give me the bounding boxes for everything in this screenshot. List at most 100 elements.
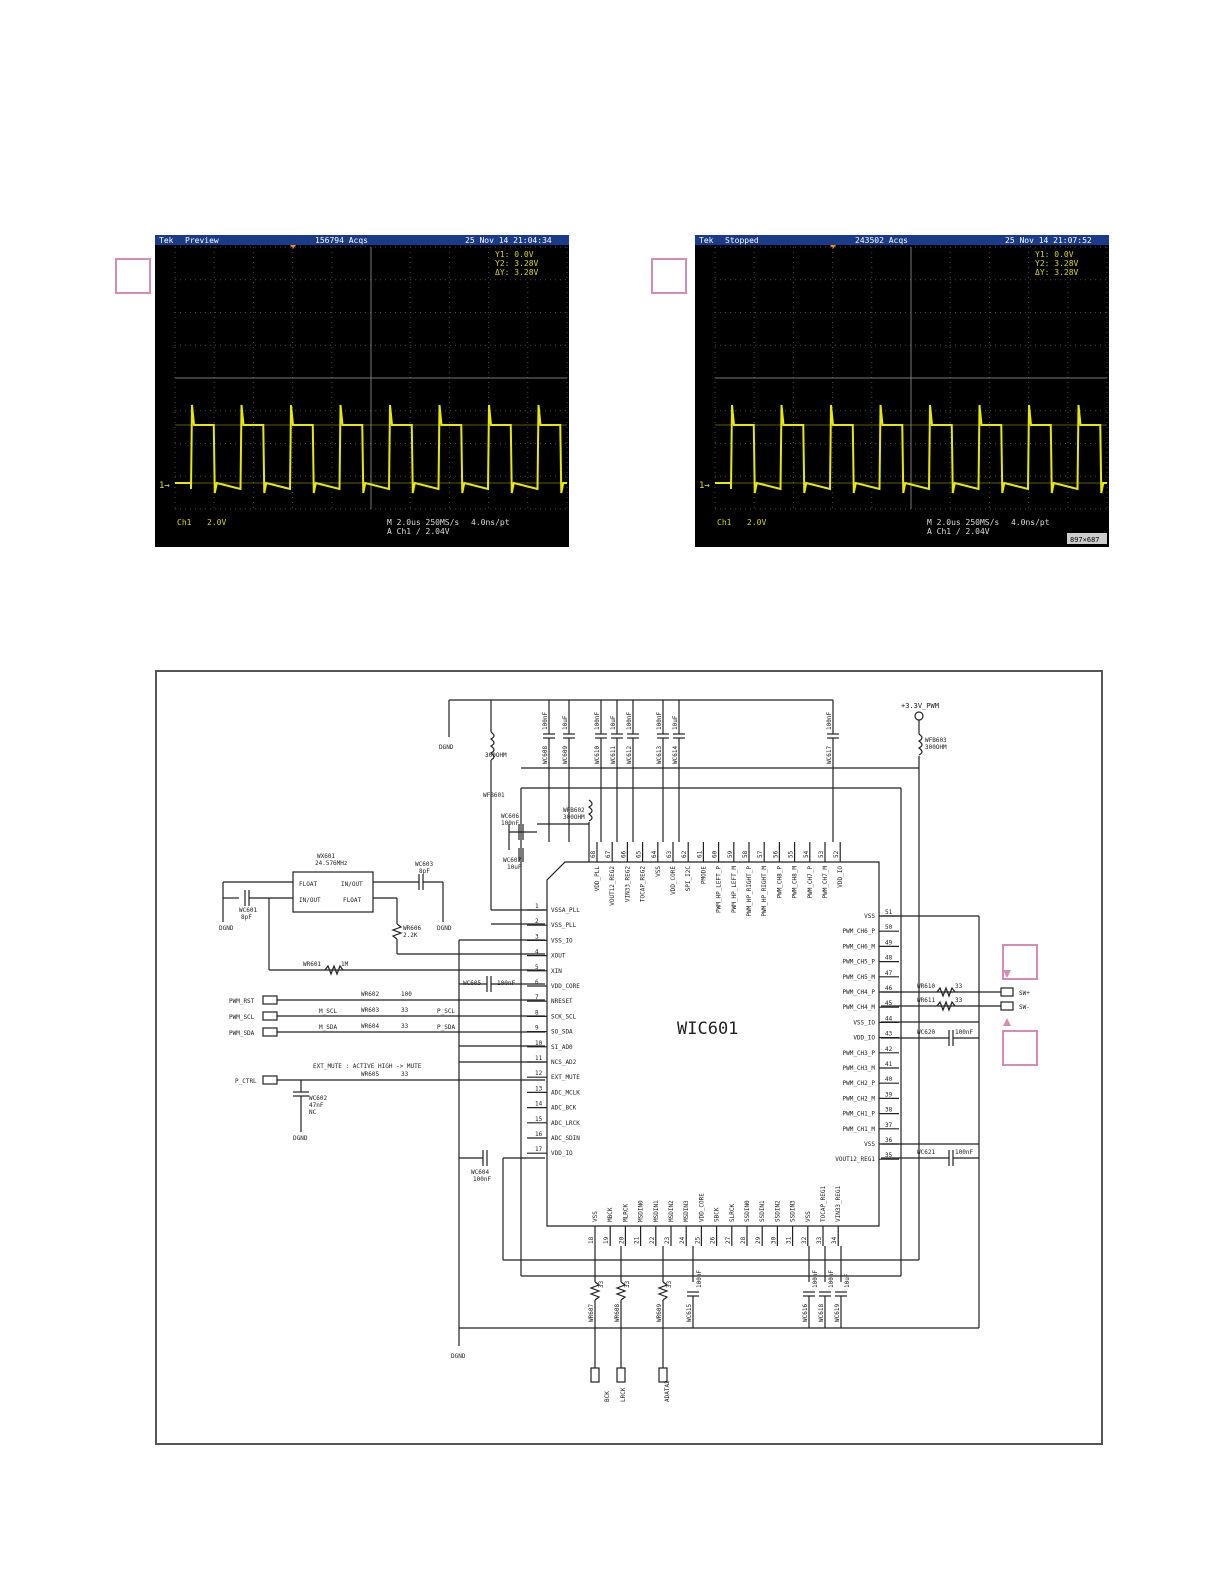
pin-name: PWM_CH7_M — [822, 866, 829, 899]
pin-number: 17 — [535, 1146, 543, 1153]
pin-name: ADC_MCLK — [551, 1089, 580, 1096]
bck-label: BCK — [604, 1391, 611, 1402]
pin-name: PWM_HP_RIGHT_M — [761, 866, 768, 917]
scope-right: Tek Stopped 243502 Acqs 25 Nov 14 21:07:… — [695, 235, 1109, 547]
wc605-value: 100nF — [497, 980, 515, 987]
pin-name: PWM_HP_LEFT_P — [716, 866, 723, 913]
wc620-value: 100nF — [955, 1029, 973, 1036]
pin-number: 57 — [757, 850, 764, 858]
bottom-resistors: 33WR60733WR60833WR609100nFWC615100nFWC61… — [588, 1246, 851, 1383]
wr605-label: WR605 — [361, 1071, 379, 1078]
pin-name: NCS_AD2 — [551, 1059, 577, 1066]
wfb603-label: WFB603 — [925, 737, 947, 744]
power-label: +3.3V_PWM — [901, 702, 939, 710]
chip-top-pins: 68VDD_PLL67VOUT12_REG266VIN33_REG265TOCA… — [590, 842, 844, 917]
pin-number: 22 — [649, 1236, 656, 1244]
cap-ref: WC613 — [656, 746, 663, 764]
pwm-rst-label: PWM_RST — [229, 998, 255, 1005]
part-value: 33 — [598, 1280, 605, 1288]
scope-left-sample: 4.0ns/pt — [471, 518, 510, 527]
m-sda-label: M_SDA — [319, 1024, 337, 1031]
pin-name: VOUT12_REG2 — [609, 866, 616, 906]
pin-name: SSDIN3 — [790, 1200, 797, 1222]
wr603-label: WR603 — [361, 1007, 379, 1014]
wr611-label: WR611 — [917, 997, 935, 1004]
wr604-value: 33 — [401, 1023, 409, 1030]
resistor — [615, 1281, 627, 1301]
scope-left-y1: Y1: 0.0V — [495, 250, 534, 259]
part-ref: WR608 — [614, 1304, 621, 1322]
pin-name: VDD_IO — [837, 866, 844, 888]
pin-name: VDD_CORE — [698, 1193, 705, 1222]
pin-number: 1 — [535, 903, 539, 910]
wc601-value: 8pF — [241, 914, 252, 921]
wc605-label: WC605 — [463, 980, 481, 987]
part-value: 100nF — [696, 1270, 703, 1288]
pin-number: 26 — [710, 1236, 717, 1244]
wr606-value: 2.2K — [403, 932, 418, 939]
pin-number: 9 — [535, 1025, 539, 1032]
pin-number: 40 — [885, 1076, 893, 1083]
cap-ref: WC617 — [826, 746, 833, 764]
part-value: 33 — [666, 1280, 673, 1288]
pin-name: PWM_HP_RIGHT_P — [746, 866, 753, 917]
marker-box-sw-bottom — [1002, 1030, 1038, 1066]
scope-left-mode: Preview — [185, 236, 219, 245]
wc604-value: 100nF — [473, 1176, 491, 1183]
pin-number: 38 — [885, 1107, 893, 1114]
pin-number: 53 — [818, 850, 825, 858]
pin-number: 44 — [885, 1015, 893, 1022]
wr602-value: 100 — [401, 991, 412, 998]
marker-box-left — [115, 258, 151, 294]
schematic-svg: WIC601 1VSSA_PLL2VSS_PLL3VSS_IO4XOUT5XIN… — [219, 699, 1030, 1402]
wfb601-label: WFB601 — [483, 792, 505, 799]
wr611-value: 33 — [955, 997, 963, 1004]
ext-mute-note: EXT_MUTE : ACTIVE HIGH -> MUTE — [313, 1063, 422, 1070]
pin-name: PWM_CH8_M — [792, 866, 799, 899]
scope-right-sample: 4.0ns/pt — [1011, 518, 1050, 527]
scope-right-mode: Stopped — [725, 236, 759, 245]
scope-right-screen: Tek Stopped 243502 Acqs 25 Nov 14 21:07:… — [695, 235, 1109, 544]
chip-bottom-pins: 18VSS19MBCK20MLRCK21MSDIN022MSDIN123MSDI… — [588, 1185, 842, 1246]
pin-number: 15 — [535, 1116, 543, 1123]
pin-name: VSS — [592, 1211, 599, 1222]
pin-name: VIN33_REG1 — [835, 1185, 842, 1222]
scope-left-acqs: 156794 Acqs — [315, 236, 368, 245]
pin-number: 46 — [885, 985, 893, 992]
pin-name: VSSA_PLL — [551, 907, 580, 914]
pwm-sda-label: PWM_SDA — [229, 1030, 255, 1037]
wc620-label: WC620 — [917, 1029, 935, 1036]
pin-name: SSDIN0 — [744, 1200, 751, 1222]
scope-left-grid — [174, 246, 568, 510]
wr605-value: 33 — [401, 1071, 409, 1078]
pin-number: 66 — [620, 850, 627, 858]
chip-body — [546, 861, 880, 1227]
top-decoupling-caps: 100nFWC60810uFWC609100nFWC61010uFWC61110… — [542, 700, 839, 842]
p-ctrl-label: P_CTRL — [235, 1078, 257, 1085]
pin-name: PWM_CH3_P — [842, 1050, 875, 1057]
pin-name: MSDIN2 — [668, 1200, 675, 1222]
cap-value: 100nF — [656, 712, 663, 730]
pin-name: MBCK — [607, 1207, 614, 1222]
p-sda-label: P_SDA — [437, 1024, 455, 1031]
p-scl-label: P_SCL — [437, 1008, 455, 1015]
pin-number: 56 — [772, 850, 779, 858]
crystal-float-1: FLOAT — [299, 881, 317, 888]
scope-left-ch-label: Ch1 — [177, 518, 192, 527]
pin-name: PWM_CH5_P — [842, 959, 875, 966]
wc607-value: 10uF — [507, 864, 522, 871]
scope-right-ch-scale: 2.0V — [747, 518, 766, 527]
pin-number: 41 — [885, 1061, 893, 1068]
scope-left-brand: Tek — [159, 236, 174, 245]
pin-name: VSS — [655, 866, 662, 877]
wr602-label: WR602 — [361, 991, 379, 998]
scope-right-acqs: 243502 Acqs — [855, 236, 908, 245]
wfb603-value: 300OHM — [925, 744, 947, 751]
pin-name: VDD_IO — [853, 1035, 875, 1042]
pin-number: 20 — [618, 1236, 625, 1244]
wc606-label: WC606 — [501, 813, 519, 820]
wc606-value: 100nF — [501, 820, 519, 827]
pin-name: PMODE — [700, 866, 707, 884]
cap-ref: WC609 — [562, 746, 569, 764]
part-value: 100nF — [812, 1270, 819, 1288]
